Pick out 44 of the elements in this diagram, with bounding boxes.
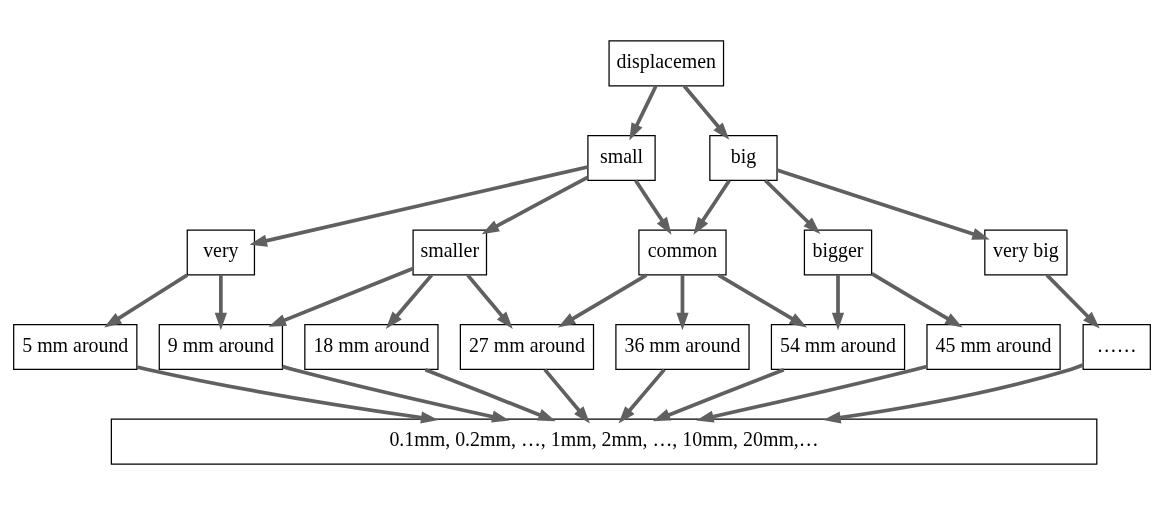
node-box: bigger xyxy=(803,229,873,276)
node-box: common xyxy=(638,229,727,276)
node-box: small xyxy=(587,134,656,181)
node-box: very xyxy=(186,229,256,276)
arrow xyxy=(629,85,658,141)
arrow xyxy=(466,273,513,329)
arrow xyxy=(1045,273,1100,329)
arrow xyxy=(249,165,589,247)
arrow xyxy=(385,273,434,329)
arrow xyxy=(652,367,785,422)
arrow xyxy=(682,84,730,140)
node-box: smaller xyxy=(412,229,488,276)
arrow xyxy=(104,273,189,328)
arrow xyxy=(717,273,807,328)
node-box: 5 mm around xyxy=(13,324,138,371)
arrow xyxy=(676,275,689,331)
node-box: very big xyxy=(984,229,1068,276)
arrow xyxy=(268,266,414,327)
arrow xyxy=(693,179,731,235)
node-box: 9 mm around xyxy=(158,324,284,371)
arrow xyxy=(481,175,589,235)
arrow xyxy=(282,364,510,423)
node-box: 27 mm around xyxy=(459,324,595,371)
arrow xyxy=(634,179,672,235)
node-box: 54 mm around xyxy=(770,324,906,371)
arrow xyxy=(776,168,990,240)
node-box: …… xyxy=(1082,324,1151,371)
node-box: 0.1mm, 0.2mm, …, 1mm, 2mm, …, 10mm, 20mm,… xyxy=(110,418,1098,465)
node-box: big xyxy=(709,134,778,181)
node-box: 45 mm around xyxy=(926,324,1061,371)
arrow xyxy=(696,364,928,423)
arrow xyxy=(831,275,845,331)
arrow xyxy=(557,273,648,328)
arrow xyxy=(214,275,227,331)
arrow xyxy=(424,367,556,422)
node-box: 18 mm around xyxy=(304,324,439,371)
node-box: displacemen xyxy=(608,40,725,87)
node-box: 36 mm around xyxy=(615,324,750,371)
arrow xyxy=(543,368,590,424)
arrow xyxy=(764,179,821,234)
arrow xyxy=(870,272,963,328)
arrow xyxy=(618,368,666,424)
arrow xyxy=(823,363,1084,424)
arrow xyxy=(136,365,439,424)
